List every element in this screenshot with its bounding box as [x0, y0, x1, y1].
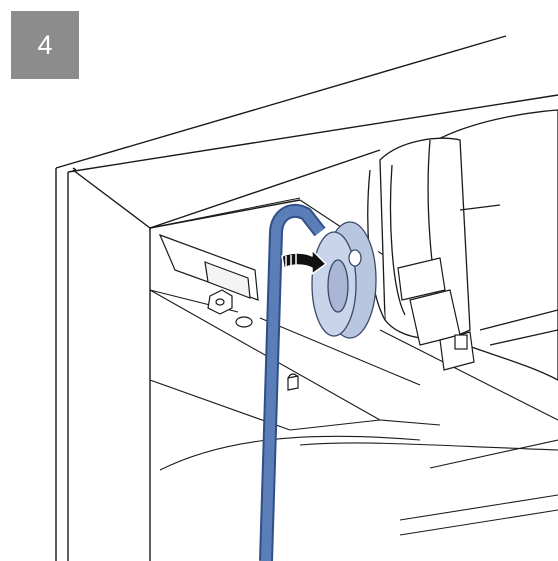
- hex-key-tool: [259, 203, 326, 561]
- rotate-clockwise-icon: [281, 249, 327, 275]
- mounting-bracket: [158, 233, 299, 391]
- connector-clip: [397, 257, 475, 371]
- tension-pulley: [311, 221, 377, 339]
- step-number-badge: 4: [11, 11, 79, 79]
